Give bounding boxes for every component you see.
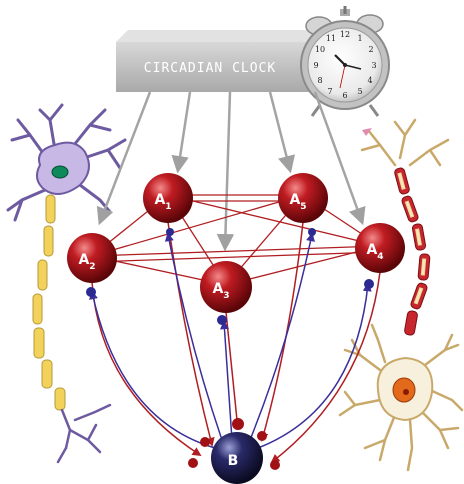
node-a2: A2 bbox=[67, 233, 117, 283]
svg-text:7: 7 bbox=[327, 87, 332, 96]
svg-text:10: 10 bbox=[315, 45, 325, 54]
neuron-right-icon bbox=[340, 120, 462, 470]
node-a5: A5 bbox=[278, 173, 328, 223]
clock-arrow-a5 bbox=[270, 92, 290, 170]
clock-output-arrows bbox=[100, 92, 362, 248]
svg-text:2: 2 bbox=[368, 45, 373, 54]
neuron-left-icon bbox=[8, 105, 125, 462]
svg-text:12: 12 bbox=[340, 30, 350, 39]
svg-text:5: 5 bbox=[357, 87, 362, 96]
svg-text:9: 9 bbox=[313, 61, 318, 70]
svg-text:4: 4 bbox=[367, 76, 372, 85]
svg-text:8: 8 bbox=[317, 76, 322, 85]
svg-text:B: B bbox=[228, 453, 239, 469]
clock-title: CIRCADIAN CLOCK bbox=[144, 61, 276, 76]
alarm-clock-icon: 12 1 2 3 4 5 6 7 8 9 10 11 bbox=[301, 6, 389, 116]
node-a3: A3 bbox=[200, 261, 252, 313]
circadian-clock-box: CIRCADIAN CLOCK bbox=[116, 30, 330, 92]
clock-arrow-a2 bbox=[100, 92, 150, 222]
svg-text:6: 6 bbox=[342, 91, 347, 100]
clock-arrow-a3 bbox=[225, 92, 230, 248]
node-a4: A4 bbox=[355, 223, 405, 273]
node-b: B bbox=[211, 432, 263, 484]
svg-text:3: 3 bbox=[371, 61, 376, 70]
svg-text:11: 11 bbox=[326, 34, 336, 43]
svg-text:1: 1 bbox=[357, 34, 362, 43]
clock-arrow-a1 bbox=[178, 92, 190, 170]
node-a1: A1 bbox=[143, 173, 193, 223]
